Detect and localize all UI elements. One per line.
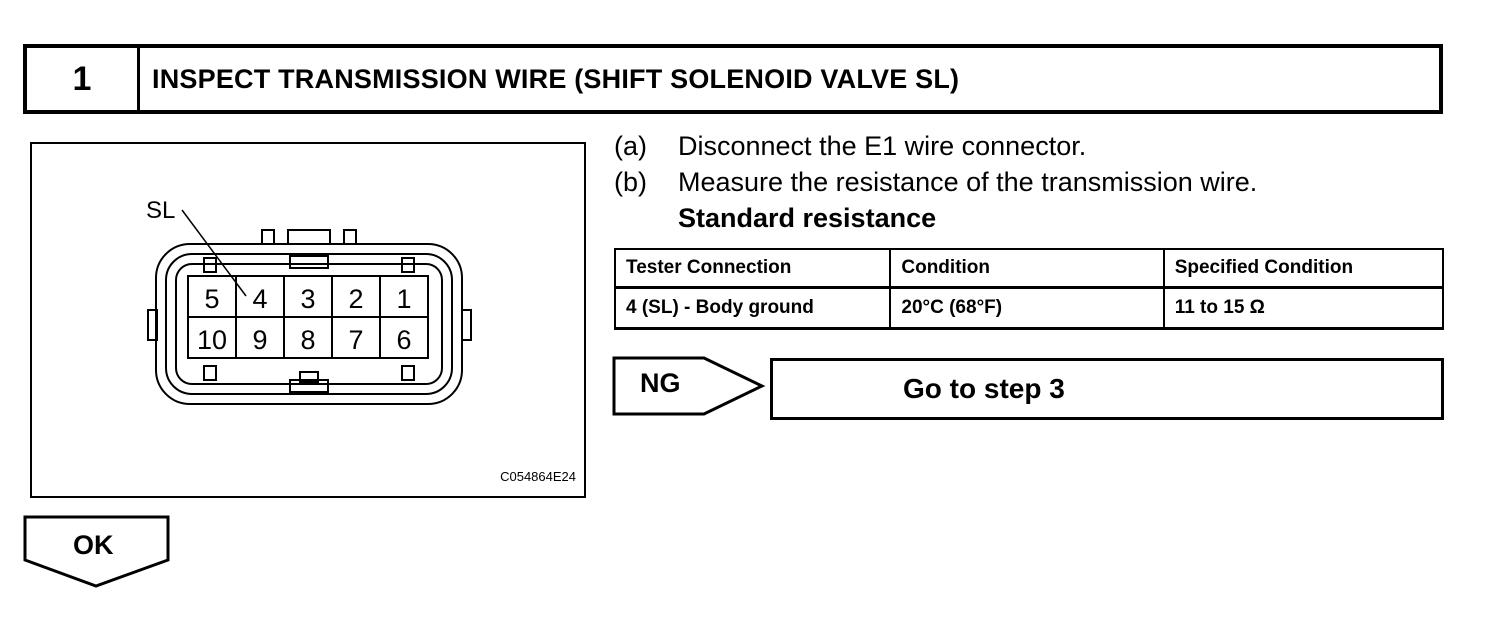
pin-label: 5 xyxy=(204,284,219,314)
standard-heading: Standard resistance xyxy=(678,203,937,233)
pin-label: 6 xyxy=(396,325,411,355)
table-cell: 11 to 15 Ω xyxy=(1162,286,1445,330)
ng-arrow-shape xyxy=(612,356,766,416)
connector-notch xyxy=(299,371,319,383)
spec-table: Tester Connection Condition Specified Co… xyxy=(613,248,1445,330)
connector-tab xyxy=(461,309,472,341)
instruction-item: (a) Disconnect the E1 wire connector. xyxy=(614,128,1257,164)
go-to-step-box[interactable]: Go to step 3 xyxy=(770,358,1444,420)
figure-code: C054864E24 xyxy=(500,469,576,484)
connector-figure: SL 5 4 3 2 1 10 9 8 7 6 C054864E24 xyxy=(30,142,586,498)
pin-label: 8 xyxy=(300,325,315,355)
instruction-label: (a) xyxy=(614,131,647,161)
instruction-item: (b) Measure the resistance of the transm… xyxy=(614,164,1257,200)
connector-notch xyxy=(289,255,329,269)
step-title: INSPECT TRANSMISSION WIRE (SHIFT SOLENOI… xyxy=(152,63,960,94)
connector-notch xyxy=(203,365,217,381)
ok-arrow-shape xyxy=(23,515,170,588)
instruction-text: Disconnect the E1 wire connector. xyxy=(678,131,1087,161)
connector-housing-middle xyxy=(165,253,453,395)
step-number: 1 xyxy=(27,48,140,110)
callout-label-sl: SL xyxy=(146,197,175,224)
pin-label: 2 xyxy=(348,284,363,314)
table-header-row: Tester Connection Condition Specified Co… xyxy=(613,248,1445,289)
step-header: 1 INSPECT TRANSMISSION WIRE (SHIFT SOLEN… xyxy=(23,44,1443,114)
instruction-list: (a) Disconnect the E1 wire connector. (b… xyxy=(614,128,1257,236)
connector-tab xyxy=(287,229,331,245)
connector-drawing: SL 5 4 3 2 1 10 9 8 7 6 xyxy=(146,197,472,405)
table-row: 4 (SL) - Body ground 20°C (68°F) 11 to 1… xyxy=(613,286,1445,330)
table-header-cell: Tester Connection xyxy=(613,248,892,289)
pin-label: 7 xyxy=(348,325,363,355)
table-header-cell: Specified Condition xyxy=(1162,248,1445,289)
pin-label: 4 xyxy=(252,284,267,314)
pin-label: 10 xyxy=(197,325,227,355)
connector-notch xyxy=(289,379,329,393)
pin-label: 3 xyxy=(300,284,315,314)
connector-housing-outer xyxy=(155,243,463,405)
instruction-text: Measure the resistance of the transmissi… xyxy=(678,167,1258,197)
table-cell: 20°C (68°F) xyxy=(889,286,1165,330)
callout-leader xyxy=(181,209,247,297)
connector-notch xyxy=(203,257,217,273)
connector-housing-inner xyxy=(175,263,443,385)
connector-notch xyxy=(401,365,415,381)
connector-notch xyxy=(401,257,415,273)
connector-tab xyxy=(261,229,275,245)
table-header-cell: Condition xyxy=(889,248,1165,289)
ng-label: NG xyxy=(640,368,681,398)
instruction-label: (b) xyxy=(614,167,647,197)
go-to-step-text: Go to step 3 xyxy=(903,373,1065,404)
pin-label: 9 xyxy=(252,325,267,355)
table-cell: 4 (SL) - Body ground xyxy=(613,286,892,330)
ok-label: OK xyxy=(73,530,114,560)
connector-tab xyxy=(343,229,357,245)
pin-label: 1 xyxy=(396,284,411,314)
